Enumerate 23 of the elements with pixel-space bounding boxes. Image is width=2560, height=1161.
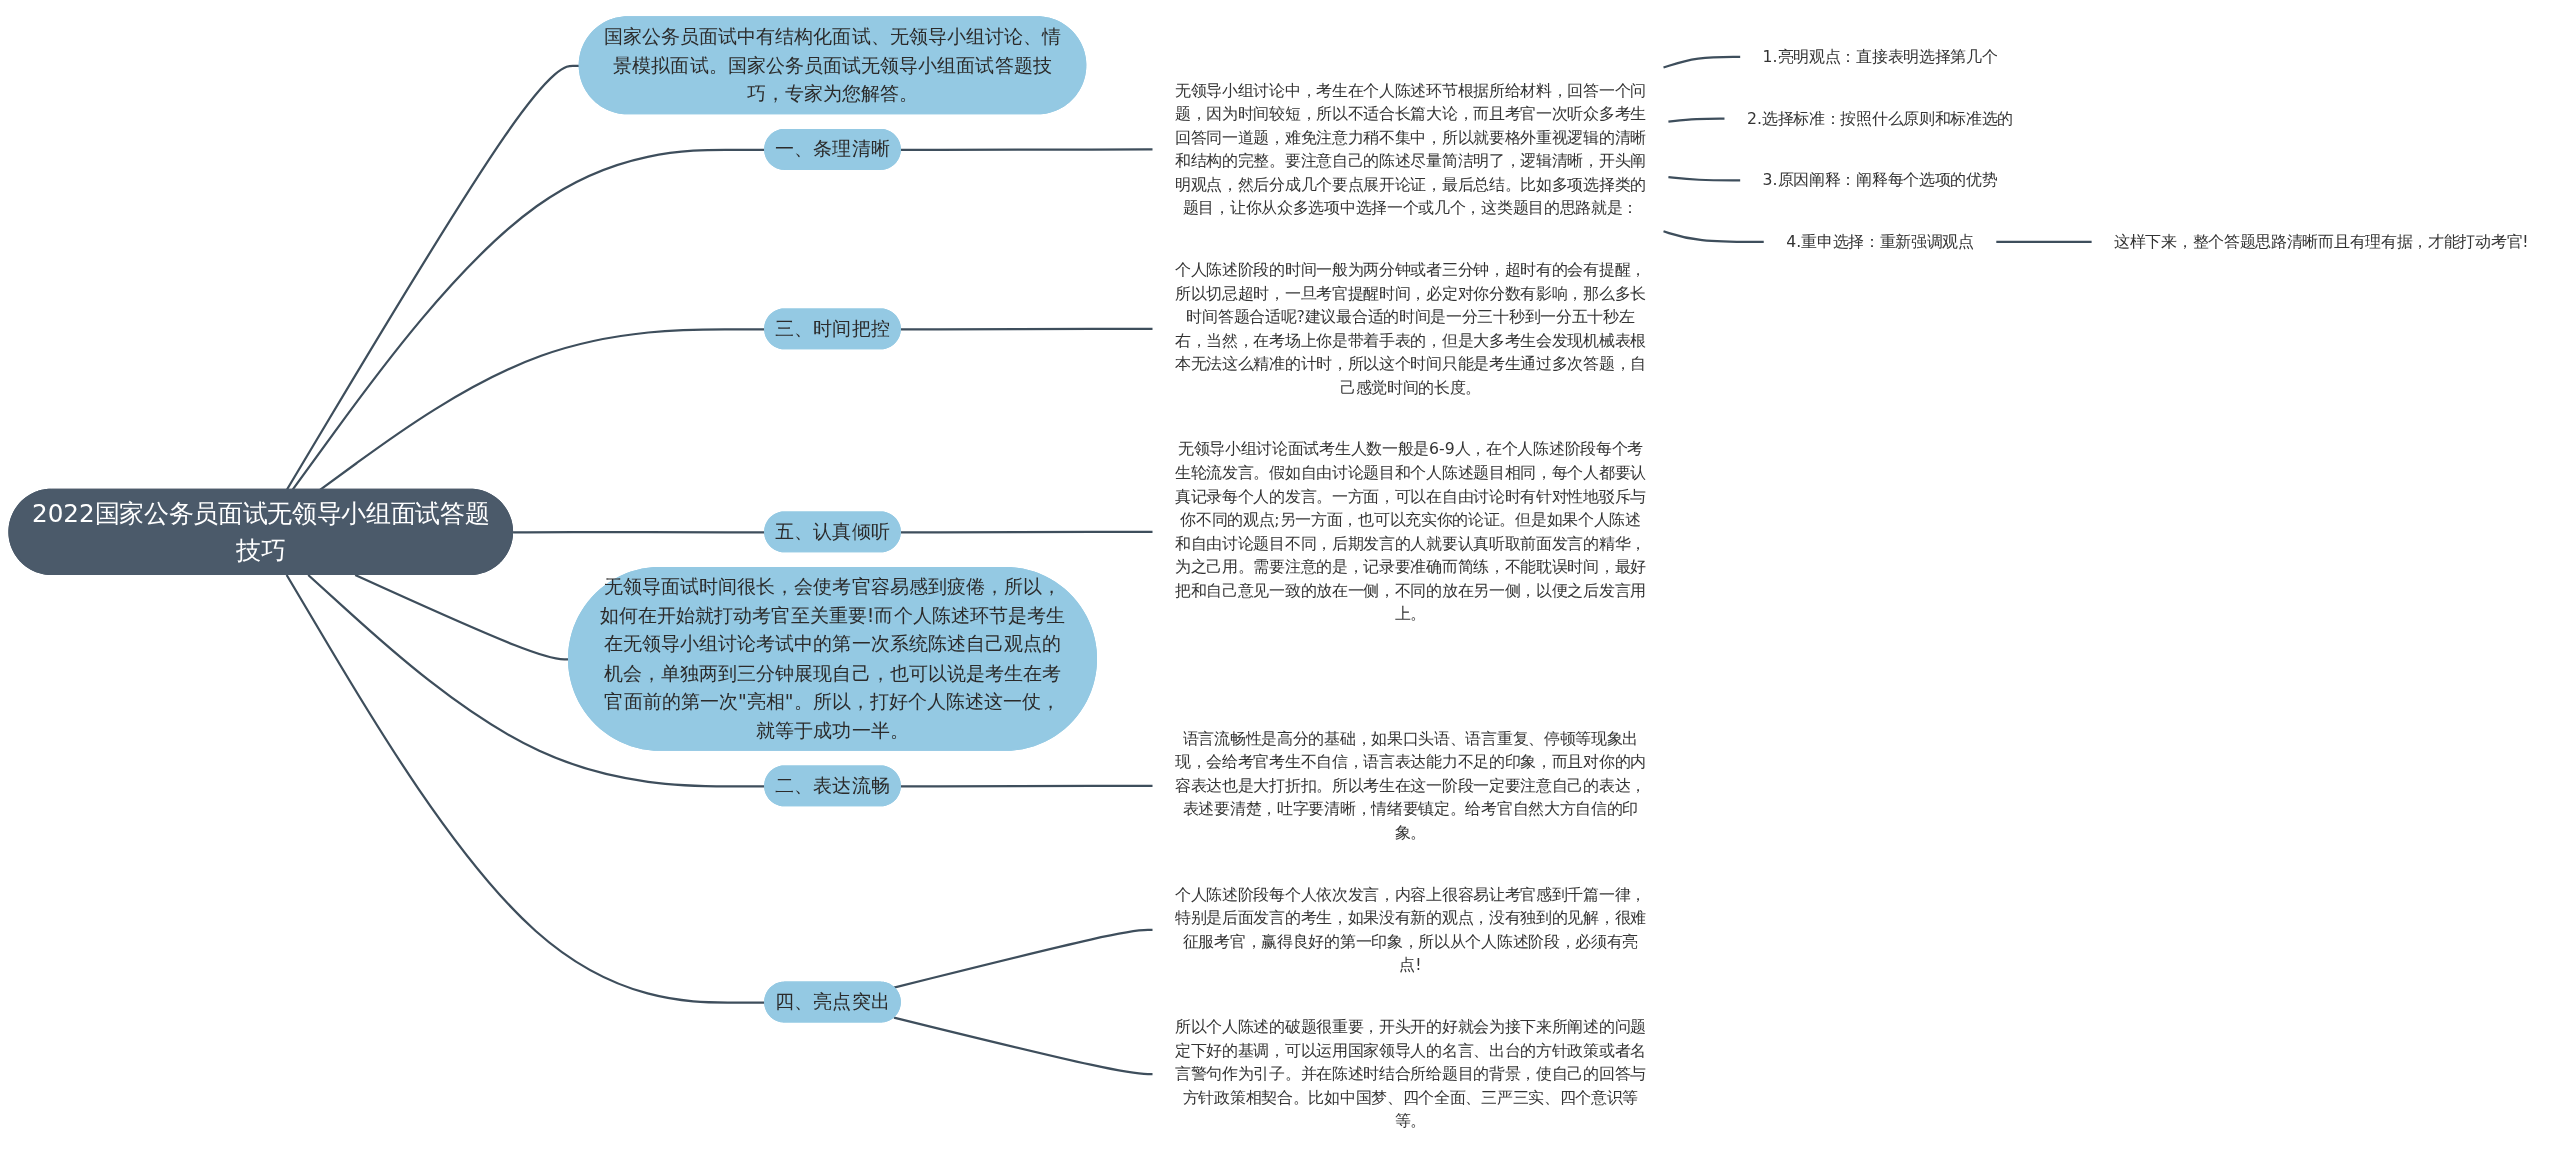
connector <box>893 1016 1153 1076</box>
node-text: 个人陈述阶段每个人依次发言，内容上很容易让考官感到千篇一律，特别是后面发言的考生，如果没有新的观点，没有独到的见解，很难征服考官，赢得良好的第一印象，所以从个人陈述阶段，必须有亮点! <box>1174 885 1646 974</box>
connector <box>1668 117 1725 123</box>
node-text: 无领导小组讨论中，考生在个人陈述环节根据所给材料，回答一个问题，因为时间较短，所以不适合长篇大论，而且考官一次听众多考生回答同一道题，难免注意力稍不集中，所以就要格外重视逻辑的清晰和结构的完整。要注意自己的陈述尽量简洁明了，逻辑清晰，开头阐明观点，然后分成几个要点展开论证，最后总结。比如多项选择类的题目，让你从众多选项中选择一个或几个，这类题目的思路就是： <box>1174 81 1646 217</box>
connector <box>893 928 1153 989</box>
node-text: 语言流畅性是高分的基础，如果口头语、语言重复、停顿等现象出现，会给考官考生不自信，语言表达能力不足的印象，而且对你的内容表达也是大打折扣。所以考生在这一阶段一定要注意自己的表达，表述要清楚，吐字要清晰，情绪要镇定。给考官自然大方自信的印象。 <box>1174 729 1646 842</box>
node-text: 3.原因阐释：阐释每个选项的优势 <box>1762 170 1998 189</box>
connector <box>900 784 1153 788</box>
connector <box>1663 230 1764 244</box>
node-text: 1.亮明观点：直接表明选择第几个 <box>1762 47 1998 66</box>
connector <box>1996 240 2092 244</box>
connector <box>285 64 580 491</box>
connector <box>900 530 1153 534</box>
node-text: 4.重申选择：重新强调观点 <box>1786 232 1974 251</box>
node-text: 个人陈述阶段的时间一般为两分钟或者三分钟，超时有的会有提醒，所以切忌超时，一旦考官提醒时间，必定对你分数有影响，那么多长时间答题合适呢?建议最合适的时间是一分三十秒到一分五十秒左右，当然，在考场上你是带着手表的，但是大多考生会发现机械表根本无法这么精准的计时，所以这个时间只能是考生通过多次答题，自己感觉时间的长度。 <box>1174 260 1646 397</box>
connector <box>900 148 1153 152</box>
node-text: 2.选择标准：按照什么原则和标准选的 <box>1746 109 2014 127</box>
connector <box>1668 176 1741 182</box>
node-text: 这样下来，整个答题思路清晰而且有理有据，才能打动考官! <box>2114 232 2529 251</box>
node-text: 无领导小组讨论面试考生人数一般是6-9人，在个人陈述阶段每个考生轮流发言。假如自由讨论题目和个人陈述题目相同，每个人都要认真记录每个人的发言。一方面，可以在自由讨论时有针对性地驳斥与你不同的观点;另一方面，也可以充实你的论证。但是如果个人陈述和自由讨论题目不同，后期发言的人就要认真听取前面发言的精华，为之己用。需要注意的是，记录要准确而简练，不能耽误时间，最好把和自己意见一致的放在一侧，不同的放在另一侧，以便之后发言用上。 <box>1174 439 1646 623</box>
node-text: 所以个人陈述的破题很重要，开头开的好就会为接下来所阐述的问题定下好的基调，可以运用国家领导人的名言、出台的方针政策或者名言警句作为引子。并在陈述时结合所给题目的背景，使自己的回答与方针政策相契合。比如中国梦、四个全面、三严三实、四个意识等等。 <box>1174 1017 1646 1130</box>
connector <box>1663 55 1741 69</box>
connector <box>900 327 1153 331</box>
